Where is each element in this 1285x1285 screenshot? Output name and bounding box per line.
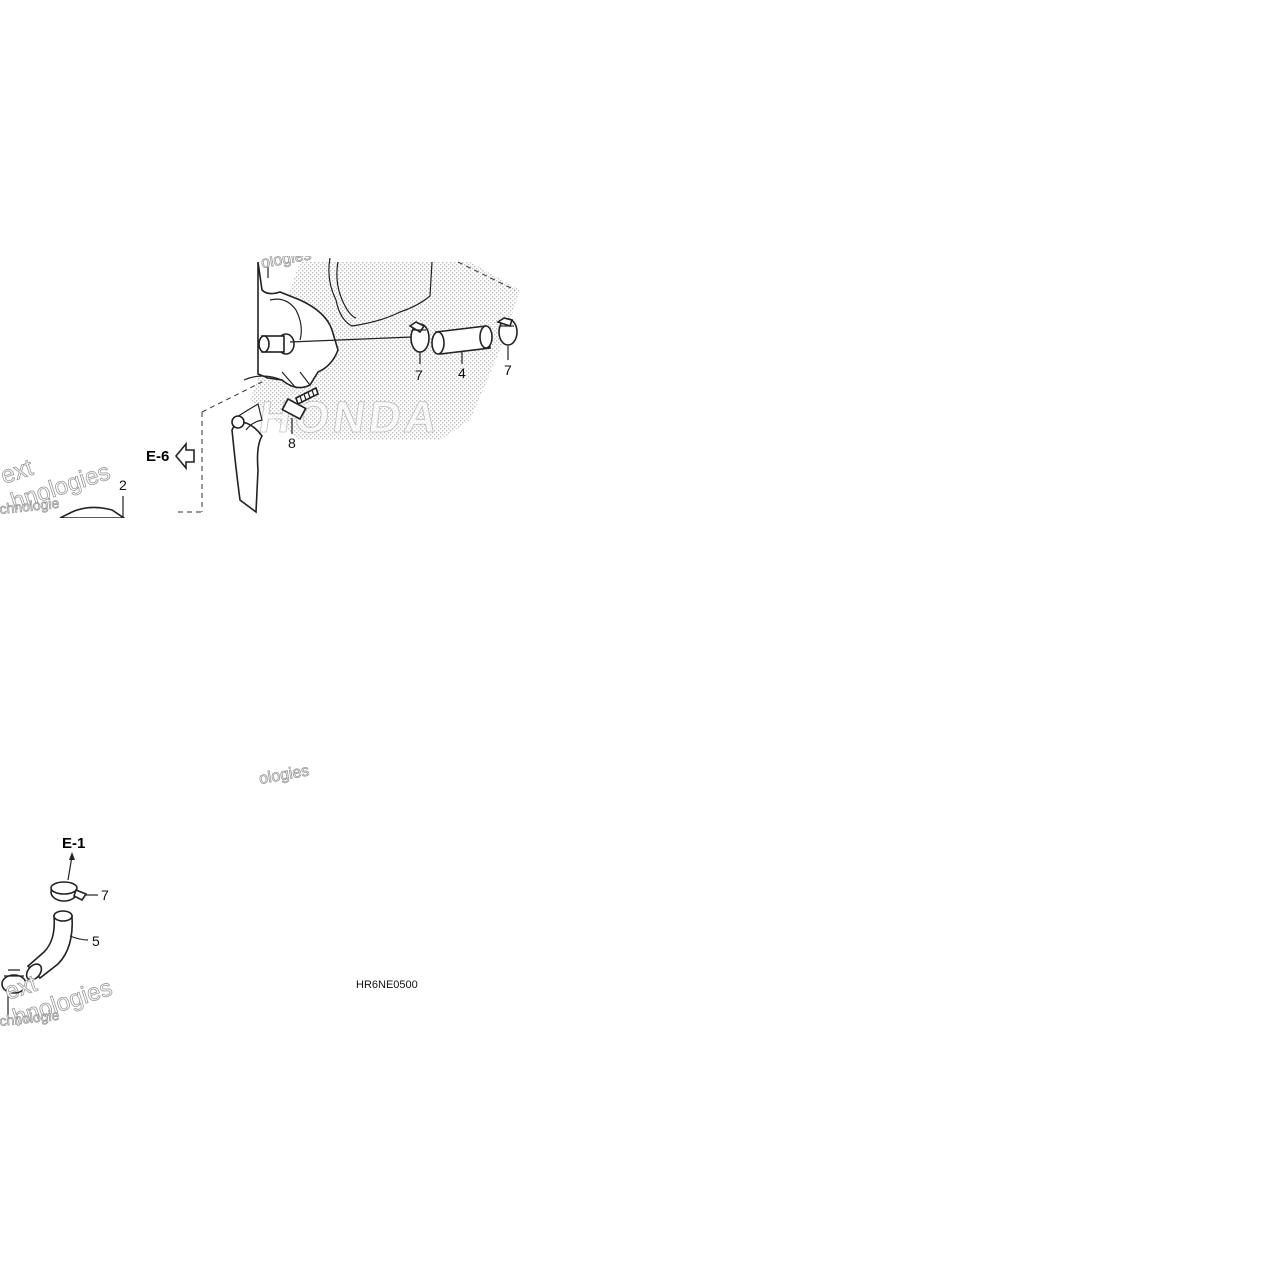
stipple-band	[250, 262, 520, 440]
dashed-boundary-top	[457, 261, 516, 291]
housing-rib	[281, 371, 311, 389]
honda-logo-watermark: HONDA	[256, 393, 444, 442]
ref-arrow-e6	[174, 441, 195, 471]
ref-e6: E-6	[146, 448, 169, 465]
drawing-code: HR6NE0500	[356, 979, 418, 991]
flow-arrow-head	[69, 852, 75, 860]
upper-section: HONDA	[0, 256, 520, 518]
watermark-5: ologies	[258, 762, 311, 788]
watermark-4: chnologie	[0, 495, 60, 517]
dashed-boundary-diag	[201, 381, 263, 413]
cover-outline	[328, 257, 433, 327]
callout-7-left: 7	[415, 367, 423, 383]
callout-8: 8	[288, 435, 296, 451]
hose-clamp-left	[408, 321, 430, 364]
callout-2: 2	[119, 477, 127, 493]
lower-section: ologies ext hnologies chnologie	[0, 762, 311, 1029]
bracket-bolt-head	[231, 415, 245, 429]
coolant-pipe	[231, 420, 263, 514]
cover-outline-inner	[336, 261, 357, 319]
gasket-2	[59, 506, 126, 518]
hose-clamp-right	[496, 317, 518, 360]
housing-detail	[269, 298, 302, 341]
hose-4	[431, 325, 493, 364]
hose-5	[25, 910, 89, 981]
leader-housing	[243, 375, 283, 381]
callout-4: 4	[458, 365, 466, 381]
hose-clamp-lower	[50, 881, 98, 902]
callout-7-lower: 7	[101, 887, 109, 903]
callout-5: 5	[92, 933, 100, 949]
callout-7-right: 7	[504, 362, 512, 378]
bolt-8	[281, 386, 319, 434]
housing-outlet-end	[258, 335, 270, 353]
watermark-8: chnologie	[0, 1007, 60, 1029]
hose-clamp-edge	[1, 969, 27, 1024]
pipe-bracket	[231, 403, 263, 431]
assembly-axis-line	[289, 336, 413, 343]
ref-e1: E-1	[62, 835, 85, 852]
